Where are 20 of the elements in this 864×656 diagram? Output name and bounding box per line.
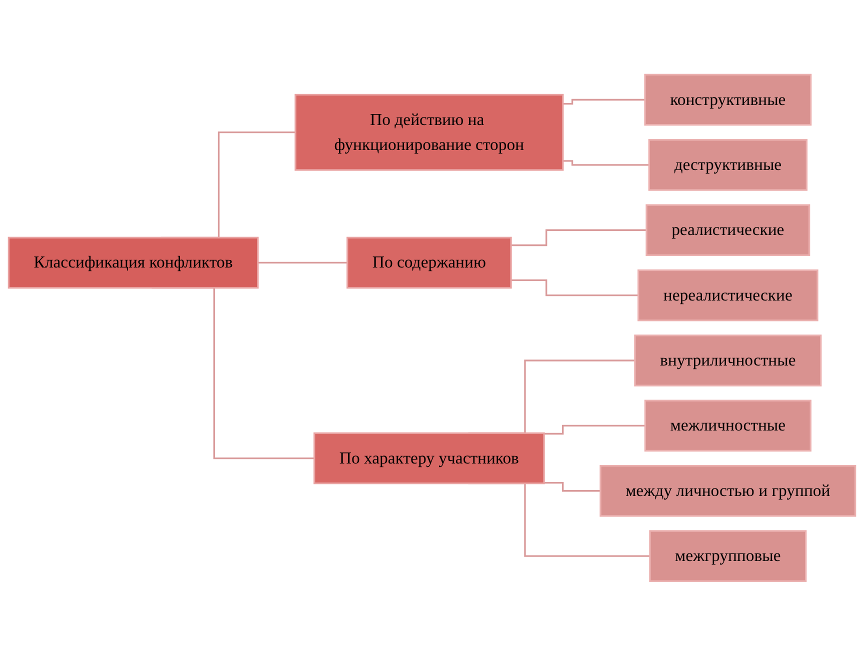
node-box <box>644 74 812 126</box>
connector <box>511 229 646 246</box>
connector <box>544 424 646 435</box>
node-box <box>634 334 822 386</box>
connector <box>562 160 650 166</box>
node-box <box>646 204 810 256</box>
diagram: Классификация конфликтов По действию на функционирование сторон По содержанию По характеру участников конструктивные деструктивные реалистические нереалистические внутриличностные межличностные между личностью и группой межгрупповые <box>2 68 862 588</box>
node-box <box>637 270 818 322</box>
node-box <box>649 530 807 582</box>
node-box <box>346 236 512 289</box>
connector <box>544 482 600 492</box>
node-box <box>8 236 259 289</box>
node-box <box>314 432 545 484</box>
node-box <box>600 465 856 517</box>
connector <box>258 262 348 264</box>
node-box <box>294 94 564 171</box>
connector <box>511 279 638 296</box>
node-box <box>644 400 812 452</box>
connector <box>562 99 646 105</box>
node-box <box>648 139 808 191</box>
